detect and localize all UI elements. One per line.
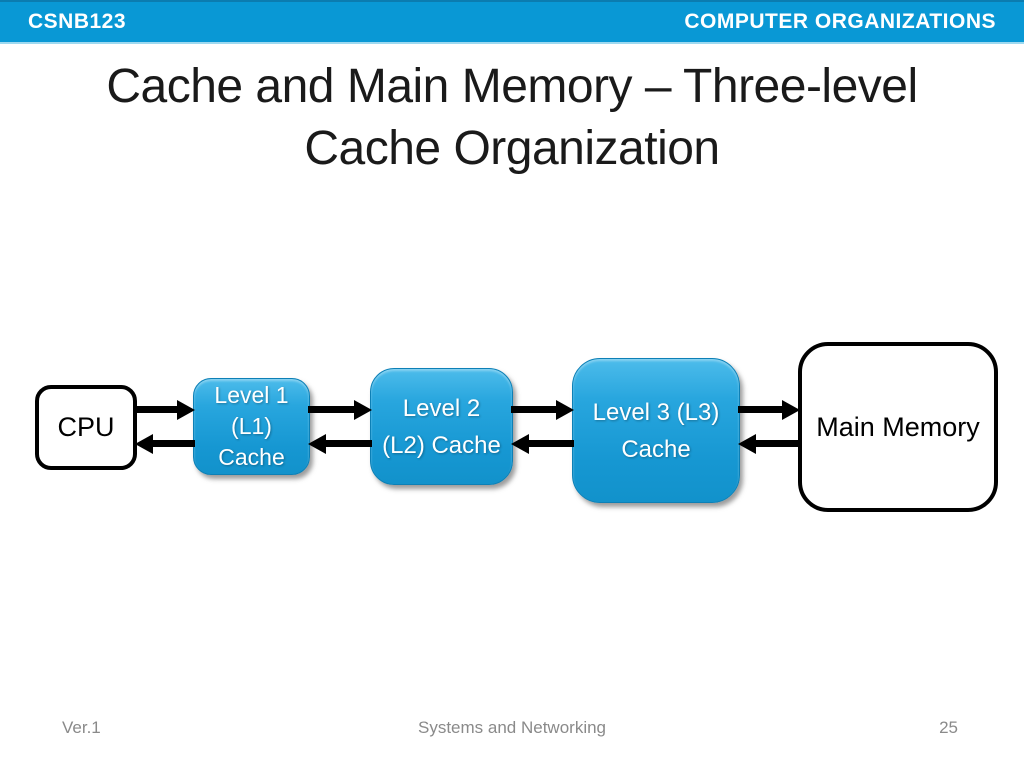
l2-cache-box: Level 2 (L2) Cache xyxy=(370,368,513,485)
arrow-l1-to-cpu-icon xyxy=(153,440,195,447)
l1-label-line3: Cache xyxy=(218,444,285,470)
l2-label-line2: (L2) Cache xyxy=(382,431,501,459)
arrow-l3-to-l2-icon xyxy=(529,440,574,447)
header-bar: CSNB123 COMPUTER ORGANIZATIONS xyxy=(0,0,1024,44)
course-title: COMPUTER ORGANIZATIONS xyxy=(684,10,996,33)
arrow-cpu-to-l1-icon xyxy=(135,406,177,413)
footer-page-number: 25 xyxy=(939,718,958,737)
arrow-l3-to-memory-icon xyxy=(738,406,782,413)
footer-version: Ver.1 xyxy=(62,718,101,737)
footer: Ver.1 Systems and Networking 25 xyxy=(0,718,1024,748)
course-code: CSNB123 xyxy=(28,10,127,33)
arrow-l1-to-l2-icon xyxy=(308,406,354,413)
l1-label-line2: (L1) xyxy=(231,413,272,439)
slide-title: Cache and Main Memory – Three-level Cach… xyxy=(106,60,918,175)
cpu-label: CPU xyxy=(57,412,115,442)
l3-label-line1: Level 3 (L3) xyxy=(592,398,720,426)
main-memory-label: Main Memory xyxy=(816,411,980,442)
footer-center-text: Systems and Networking xyxy=(417,718,607,737)
main-memory-box: Main Memory xyxy=(798,342,998,512)
arrow-l2-to-l3-icon xyxy=(511,406,556,413)
l1-cache-box: Level 1 (L1) Cache xyxy=(193,378,310,475)
l3-cache-box: Level 3 (L3) Cache xyxy=(572,358,740,503)
l1-label-line1: Level 1 xyxy=(214,382,289,408)
arrow-memory-to-l3-icon xyxy=(756,440,800,447)
l3-label-line2: Cache xyxy=(621,435,691,463)
cpu-box: CPU xyxy=(35,385,137,470)
l2-label-line1: Level 2 xyxy=(402,394,481,422)
arrow-l2-to-l1-icon xyxy=(326,440,372,447)
